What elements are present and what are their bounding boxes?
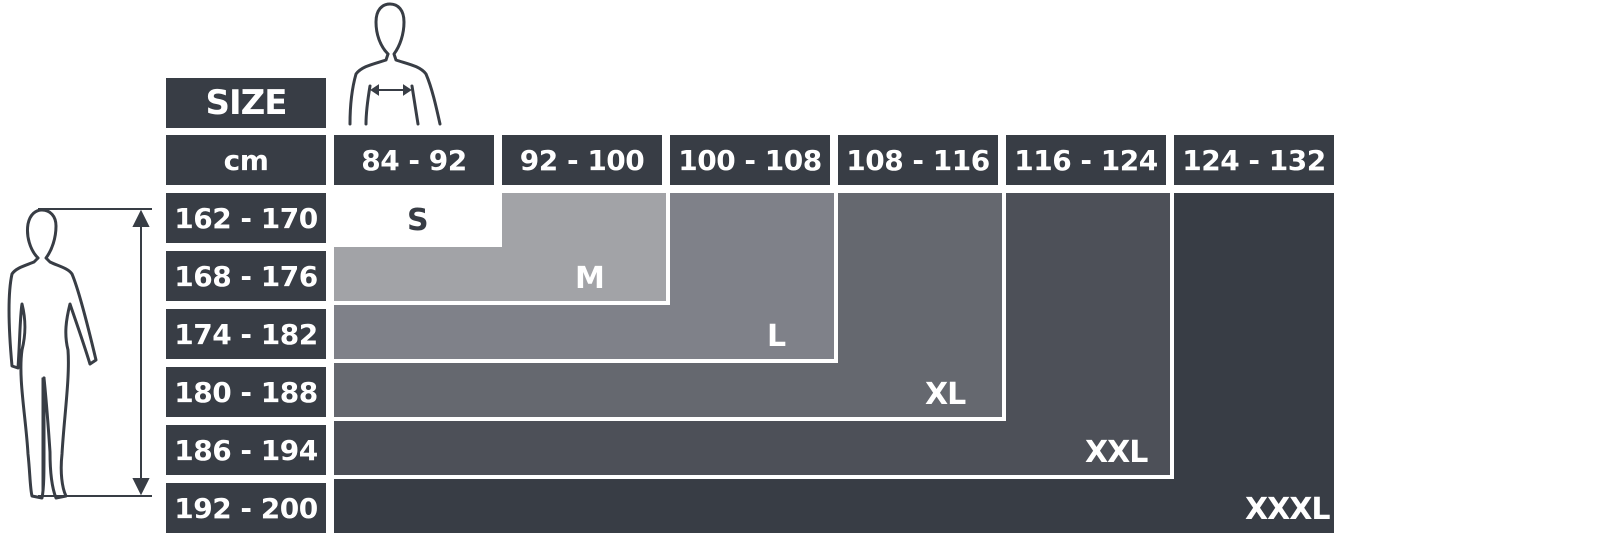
size-label-l: L xyxy=(767,319,786,354)
height-range-header: 192 - 200 xyxy=(166,483,326,533)
height-range-header: 180 - 188 xyxy=(166,367,326,417)
body-height-icon xyxy=(7,208,152,500)
chest-range-header: 108 - 116 xyxy=(838,135,998,185)
chest-measure-icon xyxy=(348,2,442,126)
size-zone-s xyxy=(334,193,502,247)
size-label-m: M xyxy=(575,261,605,296)
unit-header: cm xyxy=(166,135,326,185)
height-range-header: 162 - 170 xyxy=(166,193,326,243)
size-header: SIZE xyxy=(166,78,326,128)
chest-range-header: 84 - 92 xyxy=(334,135,494,185)
height-range-header: 168 - 176 xyxy=(166,251,326,301)
size-label-xl: XL xyxy=(925,377,966,412)
size-label-s: S xyxy=(407,203,429,238)
size-label-xxl: XXL xyxy=(1085,435,1148,470)
chest-range-header: 100 - 108 xyxy=(670,135,830,185)
height-range-header: 174 - 182 xyxy=(166,309,326,359)
chest-range-header: 116 - 124 xyxy=(1006,135,1166,185)
height-range-header: 186 - 194 xyxy=(166,425,326,475)
chest-range-header: 92 - 100 xyxy=(502,135,662,185)
chest-range-header: 124 - 132 xyxy=(1174,135,1334,185)
size-label-xxxl: XXXL xyxy=(1245,492,1331,527)
